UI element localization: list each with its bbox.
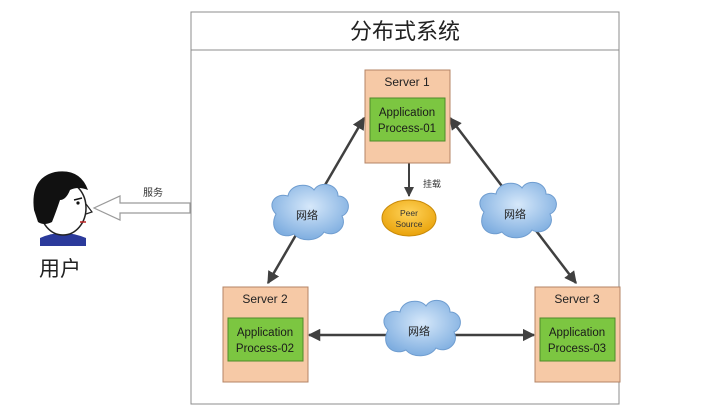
app-process-01 (369, 97, 446, 142)
diagram-title: 分布式系统 (350, 20, 460, 45)
server-2: Server 2 Application Process-02 (222, 286, 309, 383)
server-1-title: Server 1 (384, 75, 430, 89)
app-process-03-line1: Application (549, 327, 605, 339)
app-process-02 (227, 317, 304, 362)
app-process-02-line1: Application (237, 327, 293, 339)
app-process-03 (539, 317, 616, 362)
network-cloud-right: 网络 (479, 181, 557, 239)
network-cloud-left: 网络 (271, 183, 349, 241)
network-label-bottom: 网络 (408, 324, 430, 338)
server-1: Server 1 Application Process-01 (364, 69, 451, 164)
app-process-02-line2: Process-02 (236, 343, 294, 355)
server-3-title: Server 3 (554, 292, 600, 306)
app-process-03-line2: Process-03 (548, 343, 606, 355)
network-cloud-bottom: 网络 (383, 299, 461, 357)
peer-source-line2: Source (396, 219, 423, 229)
app-process-01-line2: Process-01 (378, 123, 436, 135)
app-process-01-line1: Application (379, 107, 435, 119)
network-label-right: 网络 (504, 207, 526, 221)
user-head-icon (33, 171, 93, 246)
peer-source: Peer Source (381, 199, 437, 237)
peer-source-line1: Peer (400, 208, 418, 218)
service-label: 服务 (143, 186, 163, 199)
network-label-left: 网络 (296, 208, 318, 222)
server-2-title: Server 2 (242, 292, 288, 306)
user-label: 用户 (39, 257, 81, 281)
mount-label: 挂载 (423, 178, 441, 190)
server-3: Server 3 Application Process-03 (534, 286, 621, 383)
service-arrow (92, 195, 191, 221)
